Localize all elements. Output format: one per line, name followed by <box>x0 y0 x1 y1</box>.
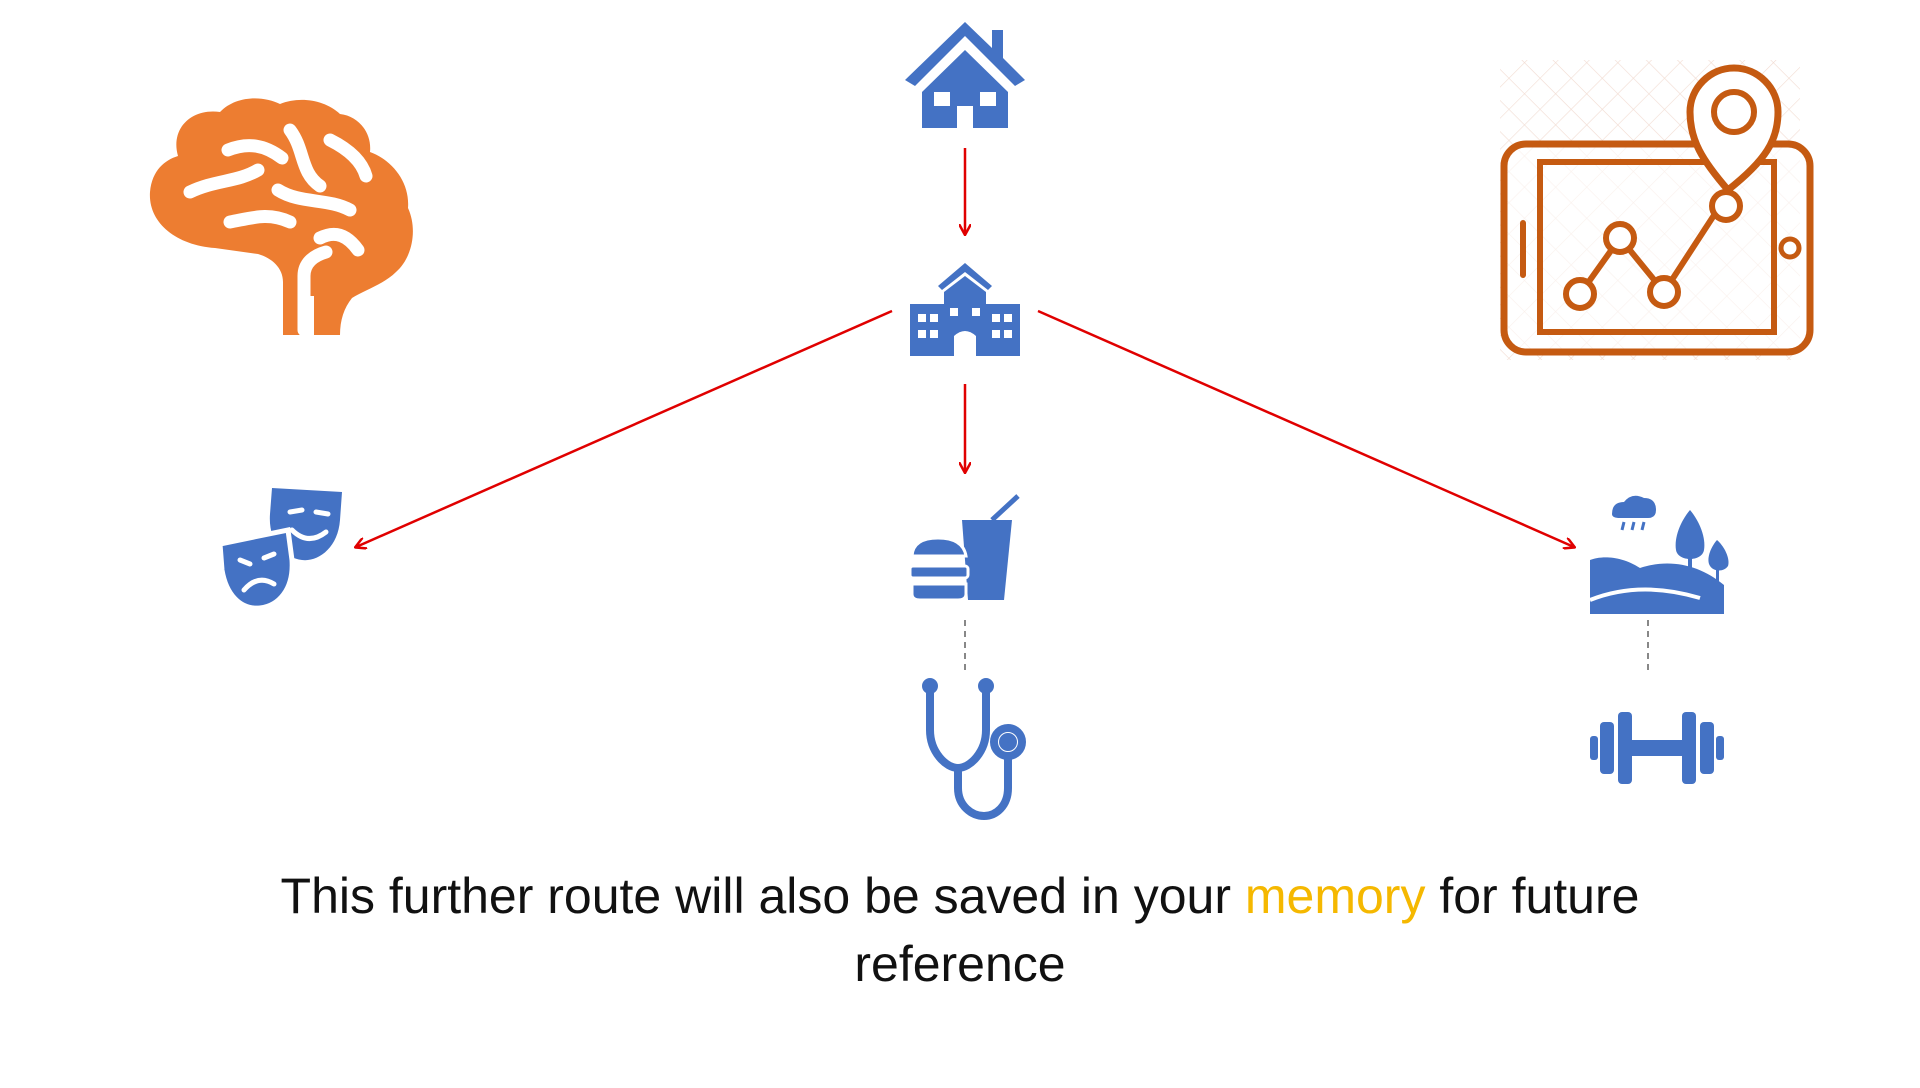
park-icon <box>1589 495 1729 614</box>
brain-icon <box>149 98 413 337</box>
caption: This further route will also be saved in… <box>160 862 1760 998</box>
caption-text-start: This further route will also be saved in… <box>280 868 1245 924</box>
tablet-map-icon <box>1500 60 1814 360</box>
route-arrows <box>356 148 1574 547</box>
caption-highlight-memory: memory <box>1244 868 1426 924</box>
caption-text-line2: reference <box>854 936 1066 992</box>
dashed-connectors <box>964 620 1649 672</box>
caption-text-end: for future <box>1425 868 1640 924</box>
arrow-school-to-theater <box>356 309 893 547</box>
theater-masks-icon <box>217 488 342 611</box>
house-icon <box>905 22 1025 128</box>
school-icon <box>910 263 1020 356</box>
arrow-school-to-park <box>1037 309 1574 547</box>
dumbbell-icon <box>1590 712 1724 784</box>
stethoscope-icon <box>922 678 1026 821</box>
fast-food-icon <box>908 494 1020 602</box>
